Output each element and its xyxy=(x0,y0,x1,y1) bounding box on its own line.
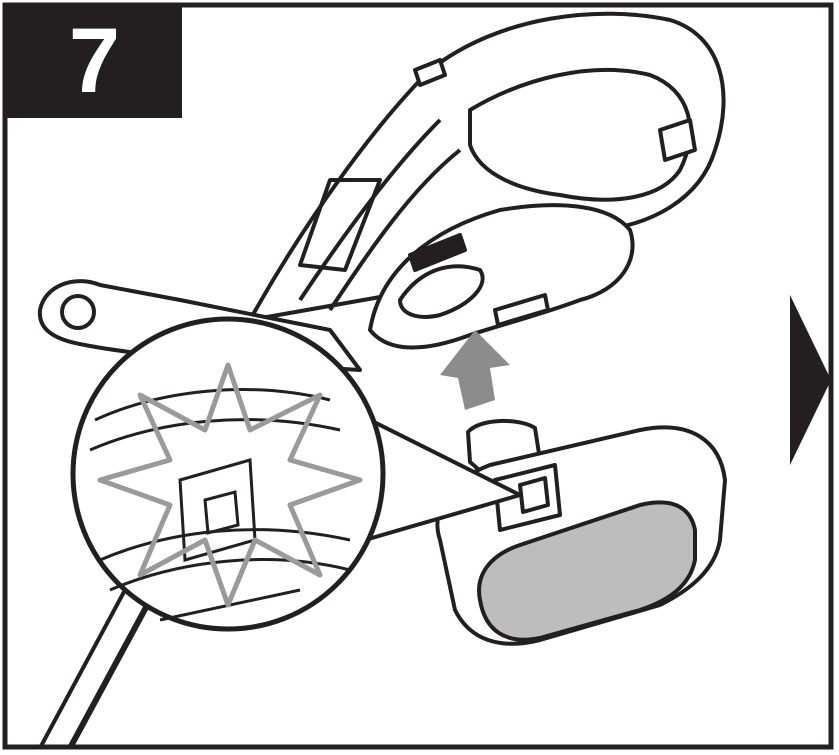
step-number-badge: 7 xyxy=(7,5,182,118)
next-step-arrow-icon xyxy=(790,295,831,465)
insert-arrow-icon xyxy=(440,330,510,410)
magnifier-callout-icon xyxy=(70,316,522,632)
trimmer-shaft-icon xyxy=(38,589,153,750)
click-burst-icon xyxy=(97,362,363,608)
battery-pack-icon xyxy=(435,418,727,646)
